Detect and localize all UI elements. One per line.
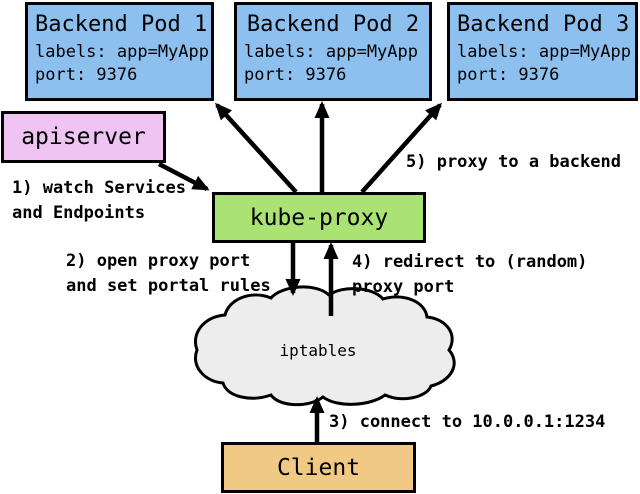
arrow-kube-proxy-to-pod3 (360, 102, 443, 194)
backend-pod-3-labels: labels: app=MyApp (457, 42, 631, 62)
arrow-kube-proxy-to-pod1 (214, 102, 298, 194)
client-node: Client (221, 442, 416, 493)
backend-pod-1-port: port: 9376 (35, 65, 138, 85)
iptables-label: iptables (279, 341, 357, 360)
backend-pod-3-title: Backend Pod 3 (457, 12, 630, 37)
apiserver-label: apiserver (21, 124, 146, 150)
backend-pod-1-node: Backend Pod 1 labels: app=MyApp port: 93… (25, 2, 214, 101)
backend-pod-3-node: Backend Pod 3 labels: app=MyApp port: 93… (447, 2, 638, 101)
step-4-redirect-label: 4) redirect to (random) proxy port (352, 252, 588, 297)
backend-pod-2-title: Backend Pod 2 (246, 12, 420, 37)
kube-proxy-label: kube-proxy (249, 204, 389, 231)
step-1-watch-services-label: 1) watch Services and Endpoints (12, 178, 186, 223)
backend-pod-2-node: Backend Pod 2 labels: app=MyApp port: 93… (234, 2, 432, 101)
client-label: Client (276, 454, 361, 481)
step-5-proxy-backend-label: 5) proxy to a backend (406, 152, 621, 172)
backend-pod-1-title: Backend Pod 1 (35, 12, 208, 37)
backend-pod-3-port: port: 9376 (457, 65, 560, 85)
apiserver-node: apiserver (1, 111, 166, 163)
backend-pod-2-labels: labels: app=MyApp (244, 42, 418, 62)
step-2-open-proxy-port-label: 2) open proxy port and set portal rules (66, 251, 271, 296)
backend-pod-1-labels: labels: app=MyApp (35, 42, 209, 62)
backend-pod-2-port: port: 9376 (244, 65, 347, 85)
step-3-connect-label: 3) connect to 10.0.0.1:1234 (329, 412, 606, 432)
kube-proxy-node: kube-proxy (212, 192, 426, 243)
